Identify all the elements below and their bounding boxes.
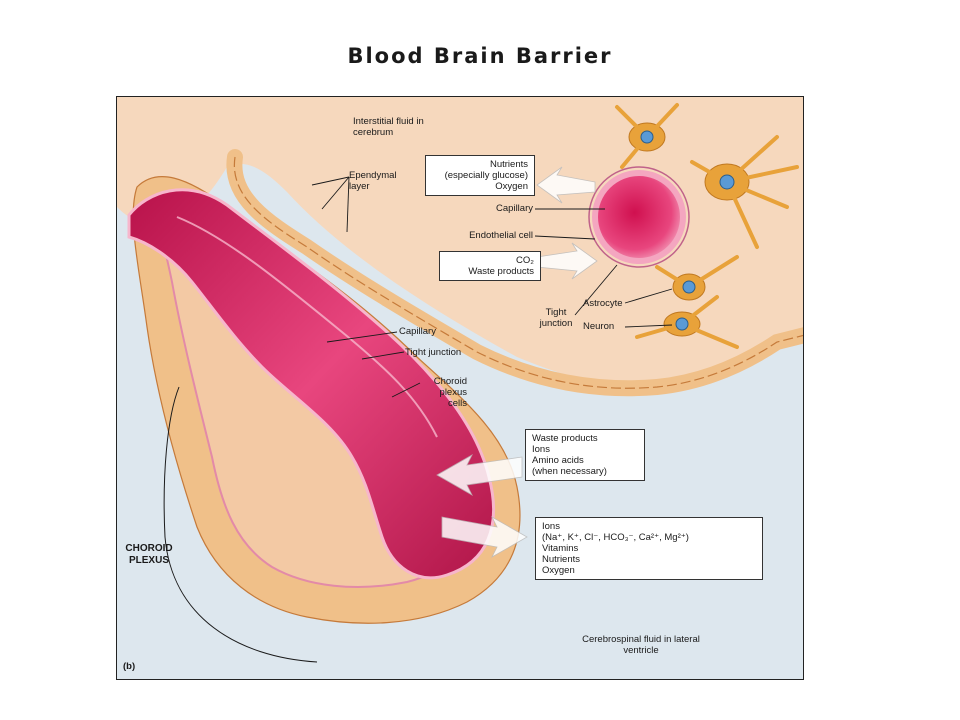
box-line: Ions: [532, 444, 550, 455]
panel-letter: (b): [123, 661, 136, 672]
slide-title: Blood Brain Barrier: [347, 44, 613, 68]
plexus-capillary: [127, 188, 496, 580]
label-tight-junction-brain: Tight junction: [539, 307, 573, 329]
box-line: (especially glucose): [444, 170, 528, 181]
box-line: Waste products: [532, 433, 598, 444]
label-tight-junction-plexus: Tight junction: [405, 347, 462, 358]
label-choroid-plexus: CHOROID PLEXUS: [125, 543, 173, 566]
box-line: Oxygen: [495, 181, 528, 192]
box-line: Waste products: [468, 266, 534, 277]
label-neuron: Neuron: [583, 321, 615, 332]
choroid-plexus-bracket: [163, 386, 318, 663]
box-ions-vitamins: Ions (Na⁺, K⁺, Cl⁻, HCO₃⁻, Ca²⁺, Mg²⁺) V…: [535, 517, 763, 580]
brain-capillary: [592, 170, 686, 264]
label-astrocyte: Astrocyte: [583, 298, 623, 309]
box-line: Oxygen: [542, 565, 575, 576]
box-line: (when necessary): [532, 466, 607, 477]
box-co2-waste: CO₂ Waste products: [439, 251, 541, 281]
label-endothelial-cell: Endothelial cell: [469, 230, 533, 241]
label-choroid-plexus-cells: Choroid plexus cells: [433, 376, 467, 409]
blood-brain-barrier-figure: Interstitial fluid in cerebrum Ependymal…: [116, 96, 804, 680]
label-csf: Cerebrospinal fluid in lateral ventricle: [582, 634, 700, 656]
label-capillary-brain: Capillary: [496, 203, 533, 214]
box-line: Vitamins: [542, 543, 579, 554]
box-line: Nutrients: [489, 159, 528, 170]
label-capillary-plexus: Capillary: [399, 326, 436, 337]
label-ependymal-layer: Ependymal layer: [349, 170, 397, 192]
box-line: (Na⁺, K⁺, Cl⁻, HCO₃⁻, Ca²⁺, Mg²⁺): [542, 532, 689, 543]
box-nutrients-oxygen: Nutrients (especially glucose) Oxygen: [425, 155, 535, 196]
box-line: Amino acids: [532, 455, 584, 466]
box-line: CO₂: [516, 255, 534, 266]
box-line: Nutrients: [542, 554, 581, 565]
box-line: Ions: [542, 521, 560, 532]
box-waste-ions-amino: Waste products Ions Amino acids (when ne…: [525, 429, 645, 481]
label-interstitial-fluid: Interstitial fluid in cerebrum: [353, 116, 424, 138]
